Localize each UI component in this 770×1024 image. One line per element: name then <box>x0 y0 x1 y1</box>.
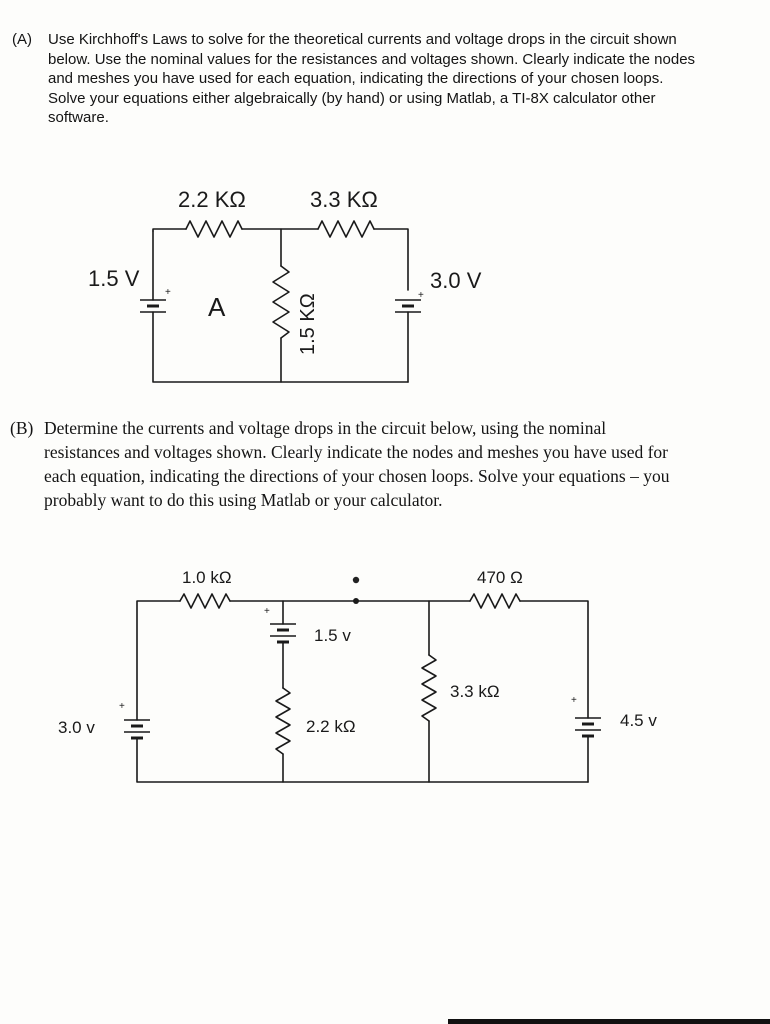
circuit-a-resistor-middle <box>272 265 290 339</box>
circuit-b-wire-bottom <box>136 737 589 783</box>
circuit-a-resistor-right <box>317 220 375 238</box>
circuit-b-r-shunt-label: 3.3 kΩ <box>450 682 500 701</box>
circuit-a-left-plus-sign: + <box>165 287 171 298</box>
problem-b-line: resistances and voltages shown. Clearly … <box>44 442 668 462</box>
circuit-a-v-right-label: 3.0 V <box>430 268 482 293</box>
circuit-b-v-left-label: 3.0 v <box>58 718 95 737</box>
circuit-b-r-top-left-label: 1.0 kΩ <box>182 568 232 587</box>
problem-b-line: each equation, indicating the directions… <box>44 466 670 486</box>
problem-a-line: software. <box>48 109 109 126</box>
circuit-b-ink-mark <box>352 576 360 584</box>
circuit-b-resistor-shunt <box>421 654 437 722</box>
circuit-a-wire-left-bottom <box>152 311 409 383</box>
problem-a-line: Solve your equations either algebraicall… <box>48 89 656 107</box>
problem-b-line: probably want to do this using Matlab or… <box>44 490 443 510</box>
circuit-a-r-middle-label: 1.5 KΩ <box>297 293 319 355</box>
problem-a-line: Use Kirchhoff's Laws to solve for the th… <box>48 31 677 48</box>
problem-a-line: below. Use the nominal values for the re… <box>48 50 696 68</box>
problem-a-line: and meshes you have used for each equati… <box>48 70 664 87</box>
circuit-b-v-right-label: 4.5 v <box>620 711 657 730</box>
circuit-a-r-right-label: 3.3 KΩ <box>310 187 378 212</box>
circuit-b-resistor-middle <box>275 687 291 755</box>
circuit-a-right-plus-sign: + <box>418 290 424 301</box>
circuit-b-node-dot <box>353 598 359 604</box>
problem-a-tag: (A) <box>12 31 32 48</box>
problem-b-tag: (B) <box>10 418 34 438</box>
circuit-b-resistor-top-right <box>469 593 521 609</box>
circuit-b-wire-top-left <box>136 600 181 721</box>
page-bottom-edge <box>448 1019 770 1024</box>
circuit-b-r-middle-label: 2.2 kΩ <box>306 717 356 736</box>
circuit-a-wire-top-right <box>373 228 409 291</box>
circuit-b-mid-plus-sign: + <box>264 606 270 617</box>
circuit-a-node-label: A <box>208 292 226 322</box>
circuit-a-resistor-left <box>185 220 243 238</box>
circuit-b-resistor-top-left <box>179 593 231 609</box>
circuit-b-wire-top-right <box>519 600 589 719</box>
circuit-a-v-left-label: 1.5 V <box>88 266 140 291</box>
circuit-a-r-left-label: 2.2 KΩ <box>178 187 246 212</box>
circuit-b-left-plus-sign: + <box>119 701 125 712</box>
circuit-b-right-plus-sign: + <box>571 695 577 706</box>
problem-b-line: Determine the currents and voltage drops… <box>44 418 607 438</box>
circuit-b-r-top-right-label: 470 Ω <box>477 568 523 587</box>
circuit-a-diagram: 2.2 KΩ 3.3 KΩ 1.5 V 3.0 V A 1.5 KΩ + + <box>88 187 482 383</box>
circuit-b-v-middle-label: 1.5 v <box>314 626 351 645</box>
